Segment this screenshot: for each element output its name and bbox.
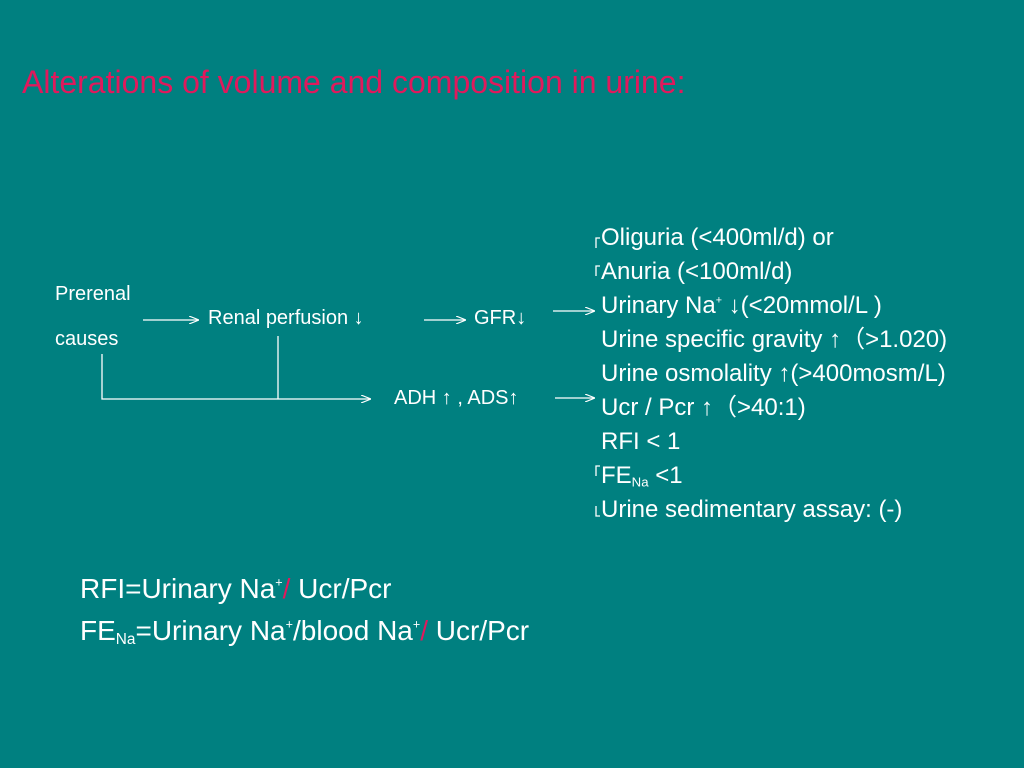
findings-list: Oliguria (<400ml/d) or Anuria (<100ml/d)… <box>601 221 947 527</box>
finding-ucr-pcr: Ucr / Pcr ↑（>40:1) <box>601 394 806 421</box>
finding-fena: FENa <1 <box>601 462 683 490</box>
bracket-bottom <box>595 506 600 517</box>
adh-ads-label: ADH ↑ , ADS↑ <box>394 387 519 409</box>
bracket-top <box>595 237 600 248</box>
finding-specific-gravity: Urine specific gravity ↑（>1.020) <box>601 326 948 353</box>
finding-anuria: Anuria (<100ml/d) <box>601 258 793 285</box>
gfr-label: GFR↓ <box>474 307 527 329</box>
causes-label: causes <box>55 328 119 350</box>
prerenal-label: Prerenal <box>55 283 131 305</box>
finding-rfi: RFI < 1 <box>601 428 681 455</box>
line-causes-to-adh <box>101 354 370 399</box>
finding-urinary-na: Urinary Na+ ↓(<20mmol/L ) <box>601 292 882 319</box>
finding-oliguria: Oliguria (<400ml/d) or <box>601 224 834 251</box>
bracket-anuria <box>595 265 600 276</box>
bracket-fena <box>595 465 600 476</box>
formula-fena: FENa=Urinary Na+/blood Na+/ Ucr/Pcr <box>80 615 530 648</box>
formula-rfi: RFI=Urinary Na+/ Ucr/Pcr <box>80 573 392 604</box>
finding-osmolality: Urine osmolality ↑(>400mosm/L) <box>601 360 946 387</box>
finding-sediment: Urine sedimentary assay: (-) <box>601 496 903 523</box>
page-title: Alterations of volume and composition in… <box>22 64 686 100</box>
renal-perfusion-label: Renal perfusion ↓ <box>208 307 364 329</box>
